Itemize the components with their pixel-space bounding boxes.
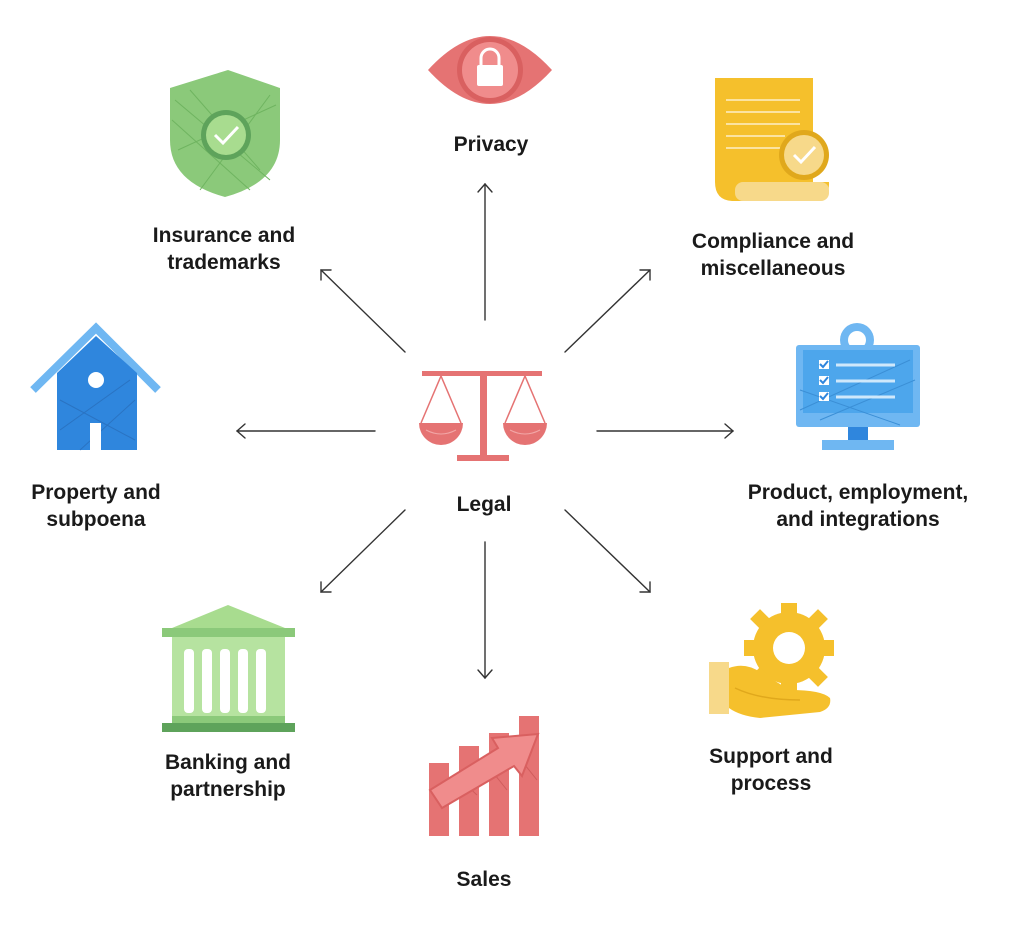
arrow-to-sales [477, 541, 493, 680]
banking-label: Banking and partnership [165, 749, 291, 803]
insurance-label-line-2: trademarks [167, 251, 281, 274]
property-label: Property and subpoena [31, 479, 161, 533]
compliance-label-line-1: Compliance and [691, 230, 855, 253]
sales-label: Sales [457, 866, 512, 893]
center-label-text: Legal [456, 493, 512, 516]
insurance-label-line-1: Insurance and [152, 224, 296, 247]
product-label-line-2: and integrations [776, 508, 940, 531]
product-label: Product, employment, and integrations [748, 479, 969, 533]
sales-label-line-1: Sales [456, 868, 512, 891]
support-label: Support and process [709, 743, 833, 797]
arrow-to-support [564, 509, 651, 593]
banking-label-line-2: partnership [170, 778, 286, 801]
arrow-to-privacy [477, 182, 493, 321]
insurance-label: Insurance and trademarks [153, 222, 295, 276]
property-label-line-2: subpoena [46, 508, 146, 531]
arrow-to-banking [320, 509, 406, 593]
privacy-label-line-1: Privacy [453, 133, 529, 156]
support-label-line-2: process [730, 772, 812, 795]
privacy-label: Privacy [454, 131, 529, 158]
compliance-label-line-2: miscellaneous [700, 257, 846, 280]
compliance-label: Compliance and miscellaneous [692, 228, 854, 282]
arrow-to-insurance [320, 269, 406, 353]
arrow-to-product [596, 423, 735, 439]
banking-label-line-1: Banking and [164, 751, 292, 774]
arrow-to-compliance [564, 269, 651, 353]
property-label-line-1: Property and [31, 481, 161, 504]
product-label-line-1: Product, employment, [747, 481, 969, 504]
arrow-to-property [235, 423, 376, 439]
support-label-line-1: Support and [709, 745, 833, 768]
center-label: Legal [457, 491, 512, 518]
